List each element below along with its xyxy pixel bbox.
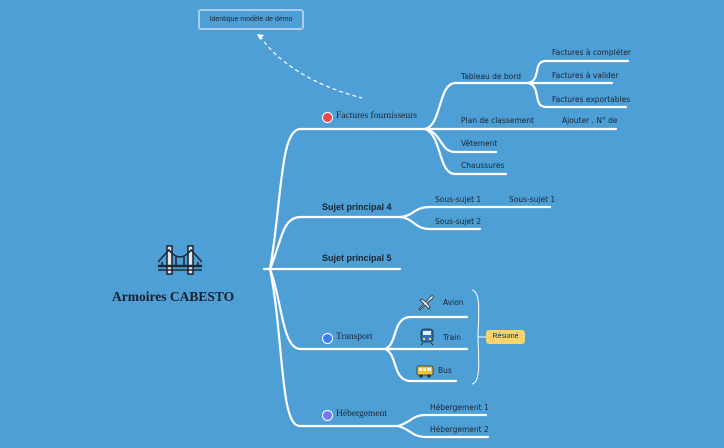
- topic-sujet4[interactable]: Sujet principal 4: [322, 202, 392, 212]
- topic-hebergement[interactable]: Hébergement: [336, 409, 387, 419]
- subtopic-tableau[interactable]: Tableau de bord: [461, 72, 521, 81]
- subtopic-chaussures[interactable]: Chaussures: [461, 161, 505, 170]
- subtopic-plan[interactable]: Plan de classement: [461, 116, 534, 125]
- root-topic[interactable]: Armoires CABESTO: [112, 289, 235, 304]
- subtopic-hebergement-1[interactable]: Hébergement 1: [430, 403, 489, 412]
- leaf-factures-valider[interactable]: Factures à valider: [552, 71, 619, 80]
- hebergement-dot: [322, 410, 333, 421]
- leaf-factures-exportables[interactable]: Factures exportables: [552, 95, 631, 104]
- bridge-icon: [157, 244, 203, 282]
- airplane-icon: [417, 294, 435, 316]
- topic-transport[interactable]: Transport: [336, 332, 373, 342]
- subtopic-hebergement-2[interactable]: Hébergement 2: [430, 425, 489, 434]
- topic-sujet5[interactable]: Sujet principal 5: [322, 253, 392, 263]
- subtopic-sous-sujet-2[interactable]: Sous-sujet 2: [435, 217, 482, 226]
- leaf-train[interactable]: Train: [443, 333, 461, 342]
- transport-dot: [322, 333, 333, 344]
- bus-icon: [416, 363, 434, 382]
- topic-factures[interactable]: Factures fournisseurs: [336, 111, 417, 121]
- leaf-factures-completer[interactable]: Factures à compléter: [552, 48, 631, 57]
- leaf-sous-sujet-1[interactable]: Sous-sujet 1: [509, 195, 556, 204]
- leaf-ajouter[interactable]: Ajouter . N° de: [562, 116, 618, 125]
- subtopic-vetement[interactable]: Vêtement: [461, 139, 498, 148]
- factures-dot: [322, 112, 333, 123]
- note-box[interactable]: Identique modèle de démo: [198, 9, 304, 30]
- subtopic-sous-sujet-1[interactable]: Sous-sujet 1: [435, 195, 482, 204]
- train-icon: [420, 328, 434, 350]
- summary-badge[interactable]: Résumé: [486, 330, 525, 344]
- leaf-bus[interactable]: Bus: [438, 366, 452, 375]
- leaf-avion[interactable]: Avion: [443, 298, 464, 307]
